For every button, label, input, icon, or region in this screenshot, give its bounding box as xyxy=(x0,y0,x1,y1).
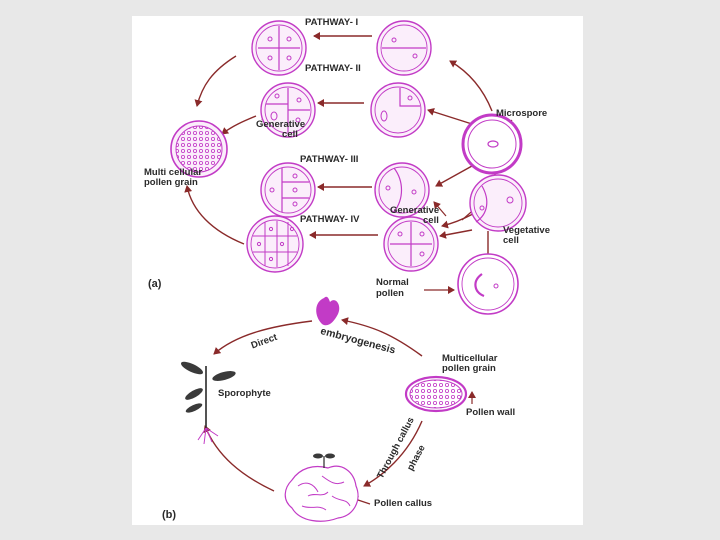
embryo-shape xyxy=(316,296,340,326)
p4-four-cell-grain xyxy=(383,216,439,272)
label-multicellular-2: pollen grain xyxy=(442,363,496,374)
label-vegetative-cell-1: Vegetative xyxy=(503,225,550,236)
arc-callus-to-sporophyte xyxy=(203,425,275,492)
label-panel-b: (b) xyxy=(162,509,177,521)
arc-direct-embryogenesis xyxy=(213,320,313,355)
microspore-cell xyxy=(461,113,523,175)
label-generative-cell-right-2: cell xyxy=(423,215,439,226)
p2-multi-cell-grain xyxy=(260,82,316,138)
label-normal-pollen-2: pollen xyxy=(376,288,404,299)
arrow-p4-from-div xyxy=(439,229,473,239)
label-generative-cell-left-2: cell xyxy=(282,129,298,140)
label-multi-cellular-2: pollen grain xyxy=(144,177,198,188)
label-generative-cell-right-1: Generative xyxy=(390,205,440,216)
label-generative-cell-left-1: Generative xyxy=(256,119,306,130)
p4-multi-cell-grain xyxy=(246,215,304,273)
arc-multicellular-to-embryo xyxy=(341,317,423,357)
p1-two-cell-grain xyxy=(376,20,432,76)
label-microspore: Microspore xyxy=(496,108,548,119)
arc-pathway1-to-multicellular xyxy=(194,55,237,107)
label-panel-a: (a) xyxy=(148,278,162,290)
arc-callus-phase xyxy=(363,420,423,487)
normal-pollen-cell xyxy=(457,253,519,315)
label-vegetative-cell-2: cell xyxy=(503,235,519,246)
arrow-micro-to-p3 xyxy=(435,165,473,187)
arc-microspore-to-pathway1 xyxy=(449,60,493,112)
label-pathway-3: PATHWAY- III xyxy=(300,154,359,165)
arc-pathway2-to-multicellular xyxy=(221,115,257,135)
label-sporophyte: Sporophyte xyxy=(218,388,271,399)
multicellular-pollen-grain-a xyxy=(170,120,228,178)
label-pollen-wall: Pollen wall xyxy=(466,407,516,418)
diagram-graphics xyxy=(170,20,527,522)
diagram-panel: PATHWAY- I PATHWAY- II Microspore Genera… xyxy=(132,16,583,525)
label-pathway-1: PATHWAY- I xyxy=(305,17,359,28)
label-multicellular-1: Multicellular xyxy=(442,353,498,364)
multicellular-pollen-grain-b xyxy=(404,375,468,413)
label-pollen-callus: Pollen callus xyxy=(374,498,433,509)
dividing-microspore xyxy=(469,174,527,232)
arrow-gen-right-label xyxy=(433,201,447,217)
arrow-micro-to-p2 xyxy=(427,108,473,125)
p3-two-cell-grain xyxy=(374,162,430,218)
arc-pathway4-to-multicellular xyxy=(184,185,245,245)
label-normal-pollen-1: Normal xyxy=(376,277,409,288)
p2-two-cell-grain xyxy=(370,82,426,138)
label-pathway-2: PATHWAY- II xyxy=(305,63,361,74)
label-pathway-4: PATHWAY- IV xyxy=(300,214,360,225)
pollen-callus-mass xyxy=(284,453,359,522)
p3-multi-cell-grain xyxy=(260,162,316,218)
label-multi-cellular-1: Multi cellular xyxy=(144,167,203,178)
p1-four-cell-grain xyxy=(251,20,307,76)
sporophyte-plant xyxy=(180,361,236,445)
